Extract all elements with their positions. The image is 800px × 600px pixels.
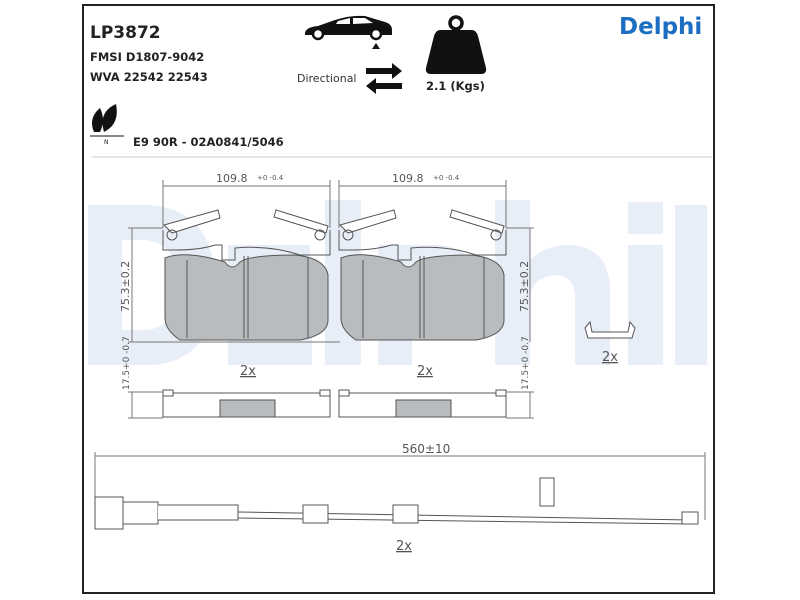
- pad-height-left: 75.3±0.2: [119, 261, 132, 312]
- leaf-icon: [90, 104, 124, 137]
- wva-code: WVA 22542 22543: [90, 70, 208, 84]
- qty-wire: 2x: [396, 539, 412, 554]
- pad-height-right: 75.3±0.2: [518, 261, 531, 312]
- pad-side-view-right: [338, 389, 507, 418]
- pad-width-tol-left: +0 -0.4: [257, 174, 284, 182]
- pad-width-tol-right: +0 -0.4: [433, 174, 460, 182]
- qty-clip: 2x: [602, 350, 618, 365]
- qty-left-pad: 2x: [240, 364, 256, 379]
- weight-icon: [425, 15, 487, 74]
- eco-letter: N: [104, 139, 109, 146]
- directional-arrows-icon: [366, 63, 402, 94]
- clip: [584, 320, 636, 339]
- weight-value: 2.1 (Kgs): [426, 79, 485, 93]
- thickness-left: 17.5+0 -0.7: [122, 336, 132, 390]
- fmsi-code: FMSI D1807-9042: [90, 50, 205, 64]
- pad-side-view-left: [162, 389, 331, 418]
- thickness-right: 17.5+0 -0.7: [521, 336, 531, 390]
- part-number: LP3872: [90, 23, 161, 43]
- brake-pad-left: [162, 209, 331, 341]
- brand-logo: Delphi: [619, 14, 703, 40]
- drawing-frame: [82, 4, 715, 594]
- car-rear-axle-icon: [305, 15, 392, 49]
- pad-width-left: 109.8: [216, 172, 248, 185]
- approval-code: E9 90R - 02A0841/5046: [133, 135, 284, 149]
- pad-width-right: 109.8: [392, 172, 424, 185]
- wear-sensor-wire: [94, 477, 699, 530]
- wire-length: 560±10: [402, 442, 450, 456]
- qty-right-pad: 2x: [417, 364, 433, 379]
- brake-pad-right: [338, 209, 507, 341]
- directional-label: Directional: [297, 72, 357, 85]
